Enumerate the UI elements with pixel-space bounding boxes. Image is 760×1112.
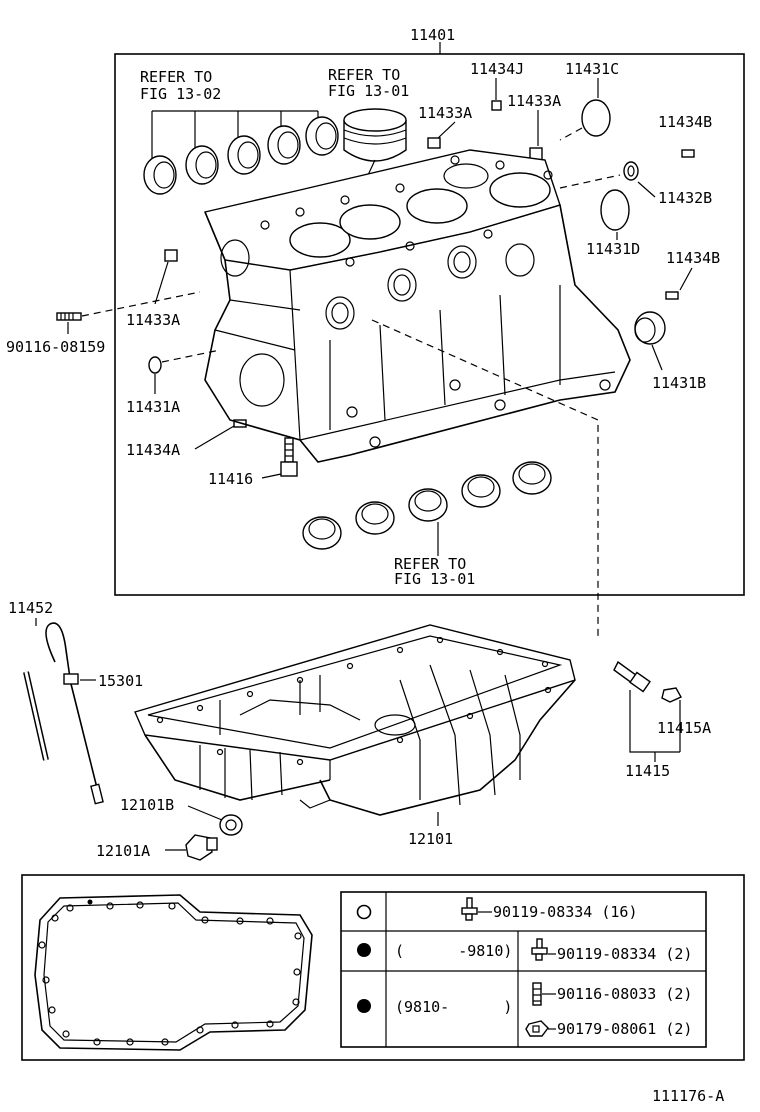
filled-circle-icon <box>357 943 371 957</box>
block-frame <box>114 53 745 596</box>
figure-id: 111176-A <box>652 1087 724 1105</box>
open-circle-icon <box>356 904 372 920</box>
nut-icon <box>525 1020 549 1037</box>
cylinder-block <box>204 149 631 463</box>
legend-condition-row2: ( -9810) <box>395 942 512 960</box>
label-12101B: 12101B <box>120 796 174 814</box>
oil-level-gauge-guide <box>23 618 49 761</box>
drain-plug-gasket-12101B <box>219 814 243 836</box>
label-15301: 15301 <box>98 672 143 690</box>
filled-circle-icon <box>357 999 371 1013</box>
refer-13-01-piston-line1: REFER TO <box>328 66 400 84</box>
label-11431A: 11431A <box>126 398 180 416</box>
bolt-legend-table <box>340 891 707 1048</box>
label-11434A: 11434A <box>126 441 180 459</box>
legend-condition-row3: (9810- ) <box>395 998 512 1016</box>
drain-plug-12101A <box>185 834 218 861</box>
stud-11415 <box>613 660 651 693</box>
seal-11431B <box>634 311 666 345</box>
plug-11431A <box>148 356 162 374</box>
oil-pan <box>134 624 576 816</box>
refer-13-02-line1: REFER TO <box>140 68 212 86</box>
plug-11432B <box>623 161 639 181</box>
label-90116-08159: 90116-08159 <box>6 338 105 356</box>
oil-pan-gasket-outline <box>34 894 313 1051</box>
label-11433A-side: 11433A <box>126 311 180 329</box>
label-11432B: 11432B <box>658 189 712 207</box>
label-11452: 11452 <box>8 599 53 617</box>
label-11431B: 11431B <box>652 374 706 392</box>
label-11431D: 11431D <box>586 240 640 258</box>
refer-13-02-line2: FIG 13-02 <box>140 85 221 103</box>
piston <box>343 108 407 189</box>
label-11415: 11415 <box>625 762 670 780</box>
label-11433A-right: 11433A <box>507 92 561 110</box>
refer-13-01-bearings-line2: FIG 13-01 <box>394 570 475 588</box>
nut-11415A <box>661 687 682 703</box>
label-11434J: 11434J <box>470 60 524 78</box>
oil-dipstick <box>45 622 104 805</box>
bolt-icon <box>461 897 478 921</box>
label-11416: 11416 <box>208 470 253 488</box>
label-11401: 11401 <box>410 26 455 44</box>
stud-icon <box>532 982 542 1006</box>
plug-11433A-left <box>427 137 441 149</box>
label-11433A-left: 11433A <box>418 104 472 122</box>
main-bearing-shells-upper <box>143 116 339 195</box>
label-11434B-top: 11434B <box>658 113 712 131</box>
legend-part-row3b: 90179-08061 (2) <box>557 1020 692 1038</box>
label-11415A: 11415A <box>657 719 711 737</box>
plug-11431C <box>581 99 611 137</box>
main-bearing-shells-lower <box>302 461 552 550</box>
refer-13-01-bearings-line1: REFER TO <box>394 555 466 573</box>
legend-frame <box>21 874 745 1061</box>
legend-part-row3a: 90116-08033 (2) <box>557 985 692 1003</box>
label-12101: 12101 <box>408 830 453 848</box>
dowel-11434B-mid <box>665 291 679 300</box>
label-11431C: 11431C <box>565 60 619 78</box>
stud-90116-08159 <box>56 312 82 321</box>
legend-part-row1: 90119-08334 (16) <box>493 903 638 921</box>
plug-11431D <box>600 189 630 231</box>
refer-13-01-piston-line2: FIG 13-01 <box>328 82 409 100</box>
label-11434B-mid: 11434B <box>666 249 720 267</box>
plug-11433A-side <box>164 249 178 262</box>
bolt-11416 <box>280 437 298 477</box>
dowel-11434J <box>491 100 502 111</box>
bolt-icon <box>531 938 548 961</box>
dowel-11434B-top <box>681 149 695 158</box>
legend-part-row2: 90119-08334 (2) <box>557 945 692 963</box>
leader-refer-13-02 <box>151 110 319 160</box>
label-12101A: 12101A <box>96 842 150 860</box>
